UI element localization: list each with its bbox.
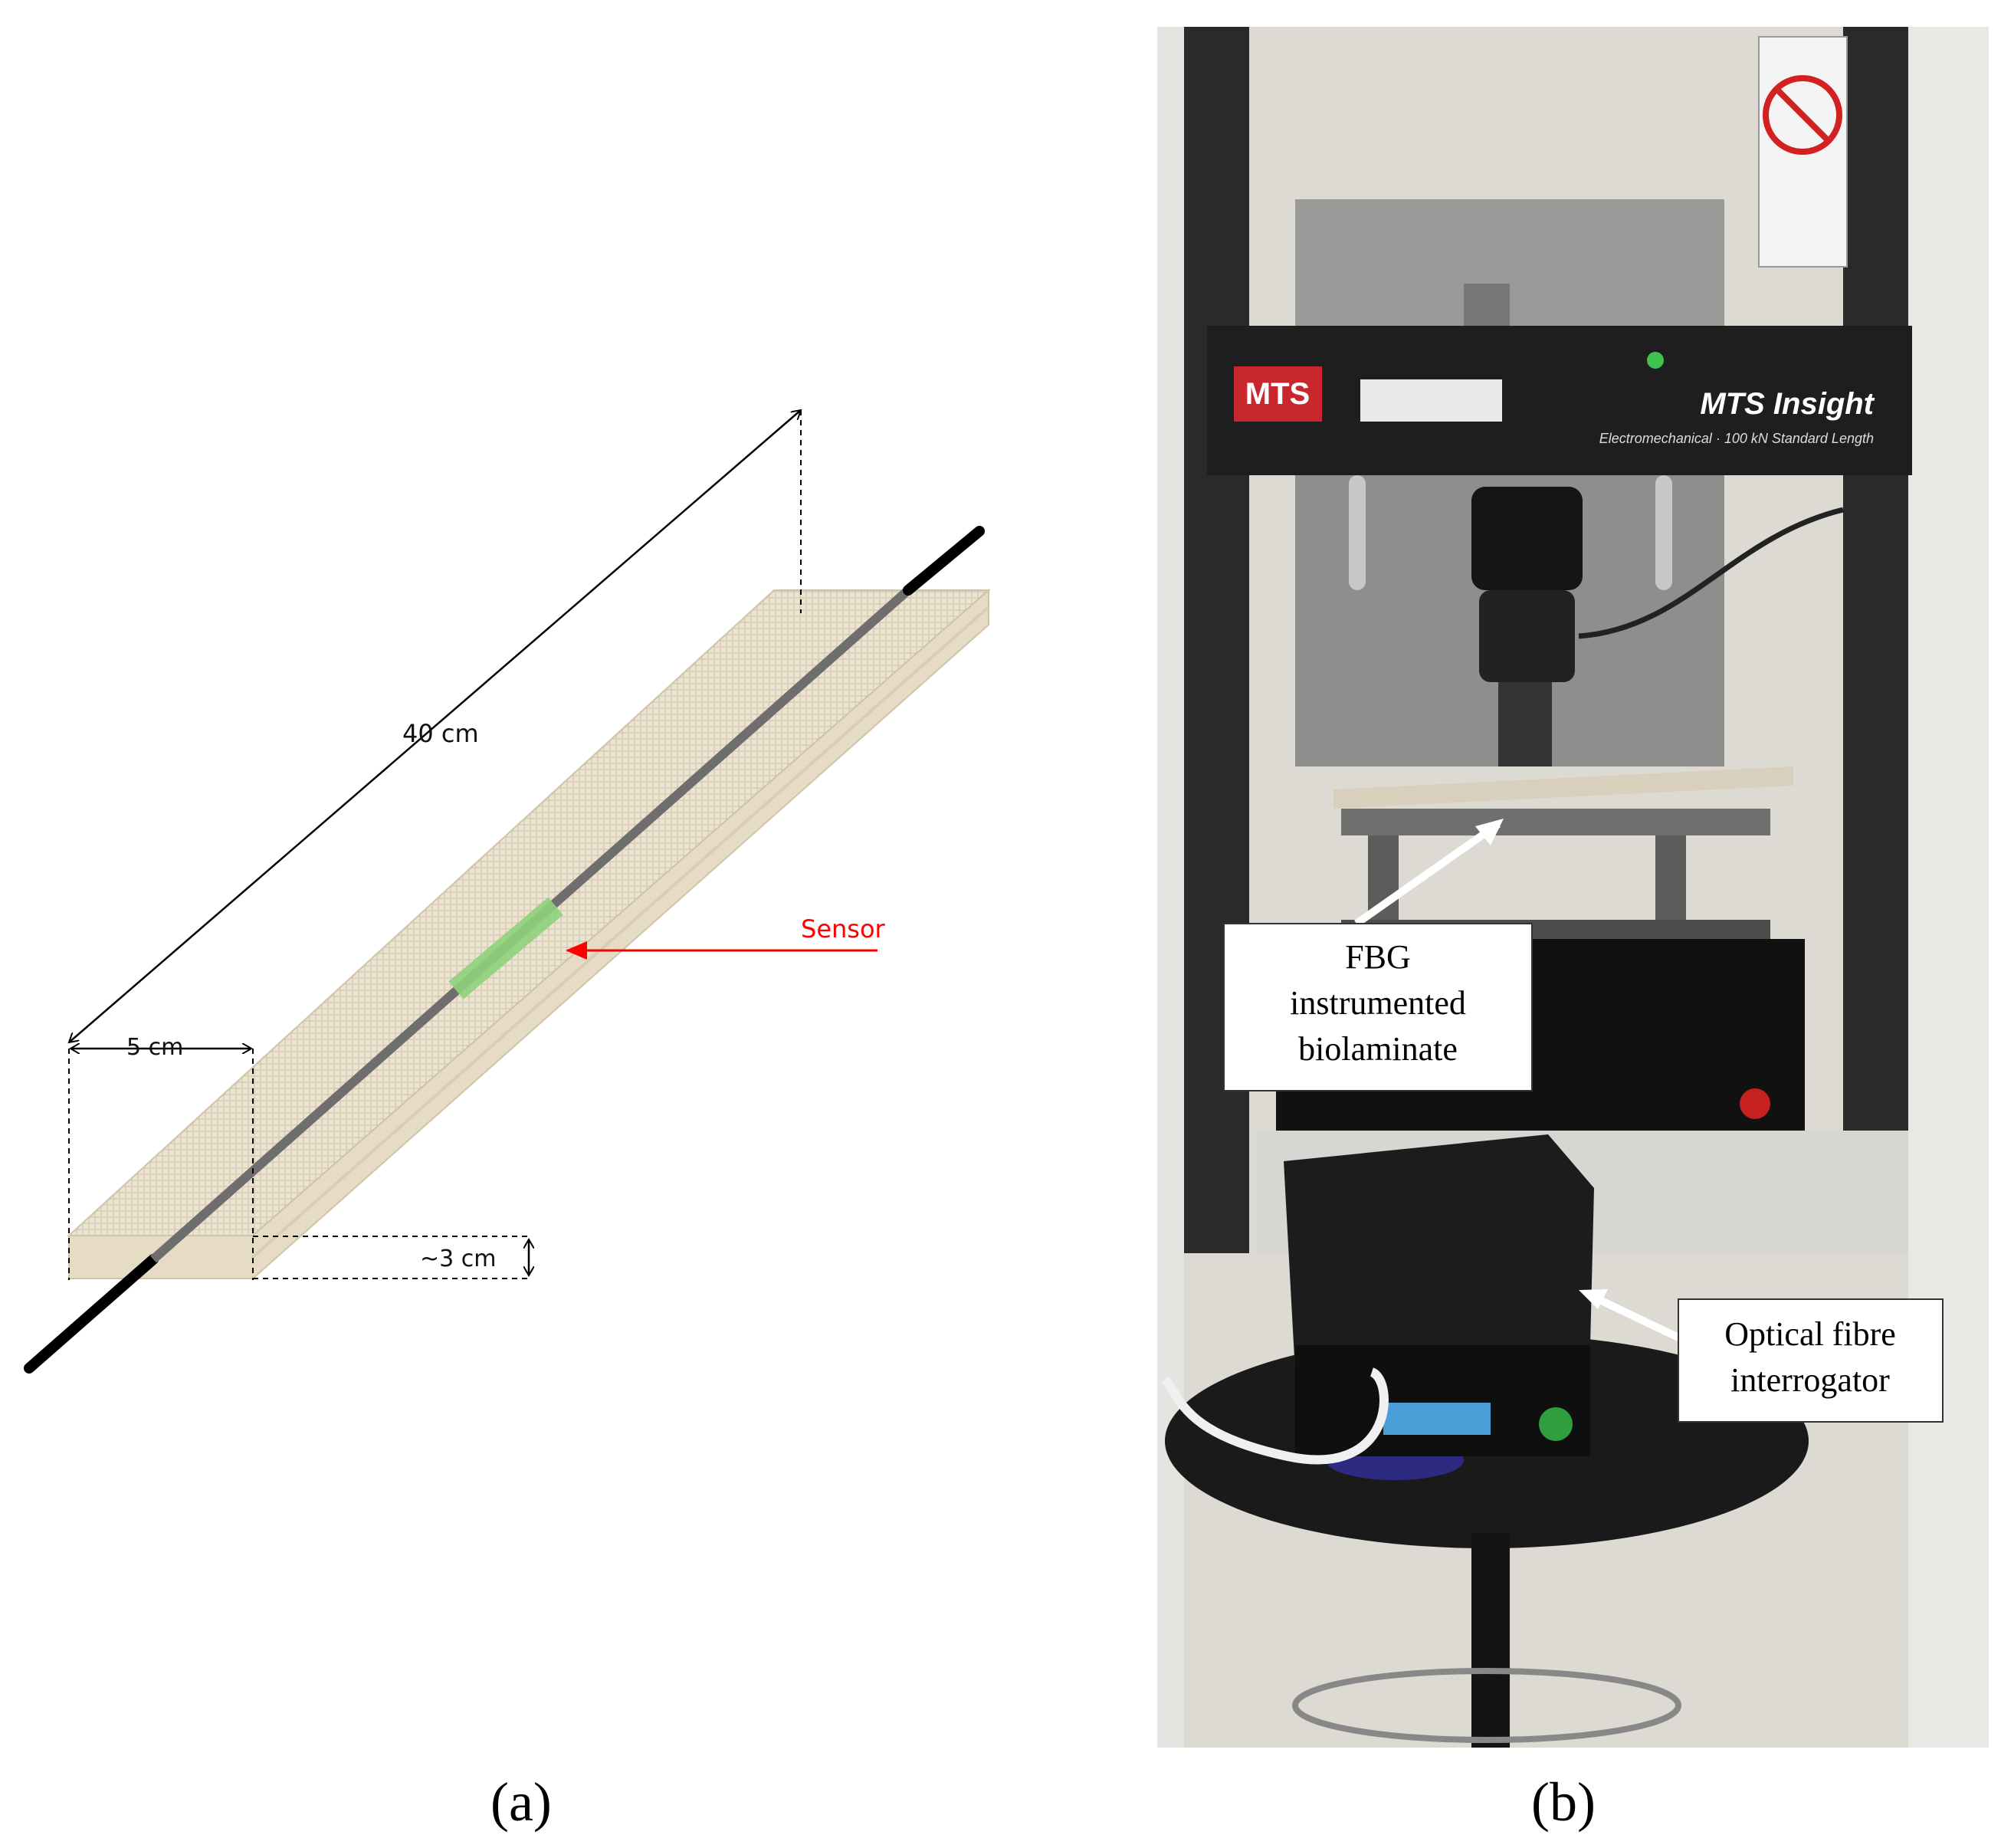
- machine-subtitle: Electromechanical · 100 kN Standard Leng…: [1599, 431, 1874, 446]
- upper-spindle: [1464, 284, 1510, 330]
- optical-fiber-left-end: [24, 1254, 159, 1374]
- callout-box-specimen: [1223, 923, 1533, 1091]
- caption-b: (b): [1531, 1771, 1596, 1833]
- status-led-icon: [1647, 352, 1664, 369]
- chair-footring: [1292, 1668, 1681, 1743]
- load-cell: [1471, 487, 1583, 590]
- ethernet-cable: [1161, 1367, 1389, 1465]
- laminate-top-face: [67, 589, 991, 1236]
- panel-b-photo: MTS MTS Insight Electromechanical · 100 …: [1150, 0, 2001, 1848]
- cesi-label: [1360, 379, 1502, 422]
- frame-column-right: [1843, 27, 1912, 1253]
- crosshead-beam: [1207, 326, 1912, 475]
- panel-a-schematic: 40 cm 5 cm ~3 cm Sensor (a): [24, 0, 991, 1833]
- label-width: ~3 cm: [420, 1246, 496, 1272]
- machine-model: MTS Insight: [1700, 387, 1875, 421]
- callout-specimen-line2: instrumented: [1290, 984, 1466, 1022]
- biolaminate-specimen: [1333, 766, 1793, 809]
- callout-box-interrogator: [1678, 1298, 1944, 1423]
- chair-post: [1471, 1533, 1510, 1748]
- emergency-stop-icon: [1740, 1088, 1770, 1119]
- interrogator-display: [1383, 1403, 1491, 1435]
- load-cell-cable: [1578, 507, 1844, 639]
- callout-arrow-interrogator: [1588, 1292, 1681, 1341]
- caption-a: (a): [490, 1771, 552, 1833]
- machine-brand: MTS: [1245, 377, 1310, 411]
- interrogator-power-icon: [1539, 1407, 1573, 1441]
- label-length: 40 cm: [402, 719, 479, 748]
- frame-guard-left: [1157, 27, 1184, 1748]
- test-setup-photo: MTS MTS Insight Electromechanical · 100 …: [1157, 27, 1989, 1833]
- mts-logo: [1234, 366, 1322, 422]
- optical-fiber-right-end: [903, 526, 985, 596]
- callout-interrogator-line2: interrogator: [1730, 1361, 1890, 1399]
- actuator: [1479, 590, 1575, 682]
- handle-left: [1349, 475, 1366, 590]
- no-entry-sign-icon: [1763, 75, 1842, 155]
- specimen-schematic: 40 cm 5 cm ~3 cm Sensor (a): [24, 0, 991, 1833]
- callout-arrow-specimen: [1354, 820, 1501, 927]
- callout-interrogator-line1: Optical fibre: [1724, 1315, 1896, 1353]
- callout-specimen-line1: FBG: [1345, 938, 1411, 976]
- interrogator-front: [1295, 1345, 1590, 1456]
- callout-specimen-line3: biolaminate: [1298, 1030, 1458, 1068]
- bending-fixture: [1341, 809, 1770, 835]
- frame-guard-right: [1908, 27, 1989, 1748]
- dimension-40cm-line: [69, 410, 801, 1042]
- loading-nose: [1498, 682, 1552, 766]
- label-sensor: Sensor: [801, 914, 886, 944]
- interrogator-box: [1284, 1134, 1594, 1372]
- label-grip: 5 cm: [126, 1034, 183, 1061]
- handle-right: [1655, 475, 1672, 590]
